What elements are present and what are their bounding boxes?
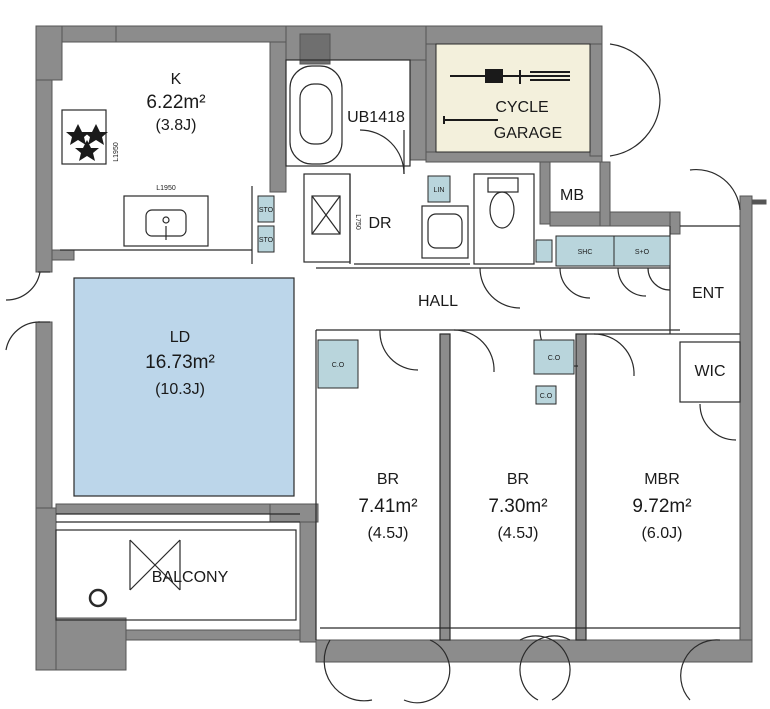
linen-label: LIN	[434, 187, 445, 194]
unit-bath-name: UB1418	[347, 109, 405, 126]
bedroom2-jo: (4.5J)	[498, 525, 539, 542]
master-bedroom-name: MBR	[644, 471, 680, 488]
balcony-name: BALCONY	[152, 569, 229, 586]
fixture-boxes	[257, 175, 671, 405]
master-bedroom-area: 9.72m²	[632, 496, 691, 517]
dressing-room-name: DR	[368, 215, 391, 232]
bedroom1-area: 7.41m²	[358, 496, 417, 517]
closet2-label: C.O	[548, 355, 561, 362]
kitchen-sink	[145, 209, 187, 240]
meter-box-name: MB	[560, 187, 584, 204]
kitchen-jo: (3.8J)	[156, 117, 197, 134]
master-bedroom-jo: (6.0J)	[642, 525, 683, 542]
living-dining-name: LD	[170, 329, 190, 346]
living-dining-floor	[73, 277, 295, 497]
closet3-label: C.O	[540, 393, 553, 400]
bedroom2-area: 7.30m²	[488, 496, 547, 517]
entrance-name: ENT	[692, 285, 724, 302]
storage-label-b: STO	[259, 237, 274, 244]
shoe-closet-label: SHC	[578, 249, 593, 256]
stove-burners	[66, 124, 108, 161]
kitchen-name: K	[171, 71, 182, 88]
interior-lines	[5, 43, 741, 704]
cycle-garage-line1: CYCLE	[495, 99, 548, 116]
living-dining-area: 16.73m²	[145, 352, 215, 373]
kitchen-dim-horizontal: L1950	[156, 185, 176, 192]
shoe-closet-2-label: S+O	[635, 249, 650, 256]
hall-name: HALL	[418, 293, 458, 310]
walk-in-closet-name: WIC	[694, 363, 725, 380]
dr-dim: L750	[354, 214, 361, 230]
bedroom1-name: BR	[377, 471, 399, 488]
cycle-garage-floor	[435, 43, 591, 153]
bicycle-icons	[443, 69, 570, 124]
kitchen-dim-vertical: L1950	[113, 142, 120, 162]
kitchen-area: 6.22m²	[146, 92, 205, 113]
closet1-label: C.O	[332, 362, 345, 369]
cycle-garage-line2: GARAGE	[494, 125, 562, 142]
storage-label-a: STO	[259, 207, 274, 214]
bedroom1-jo: (4.5J)	[368, 525, 409, 542]
outer-walls	[35, 25, 767, 671]
living-dining-jo: (10.3J)	[155, 381, 205, 398]
bedroom2-name: BR	[507, 471, 529, 488]
